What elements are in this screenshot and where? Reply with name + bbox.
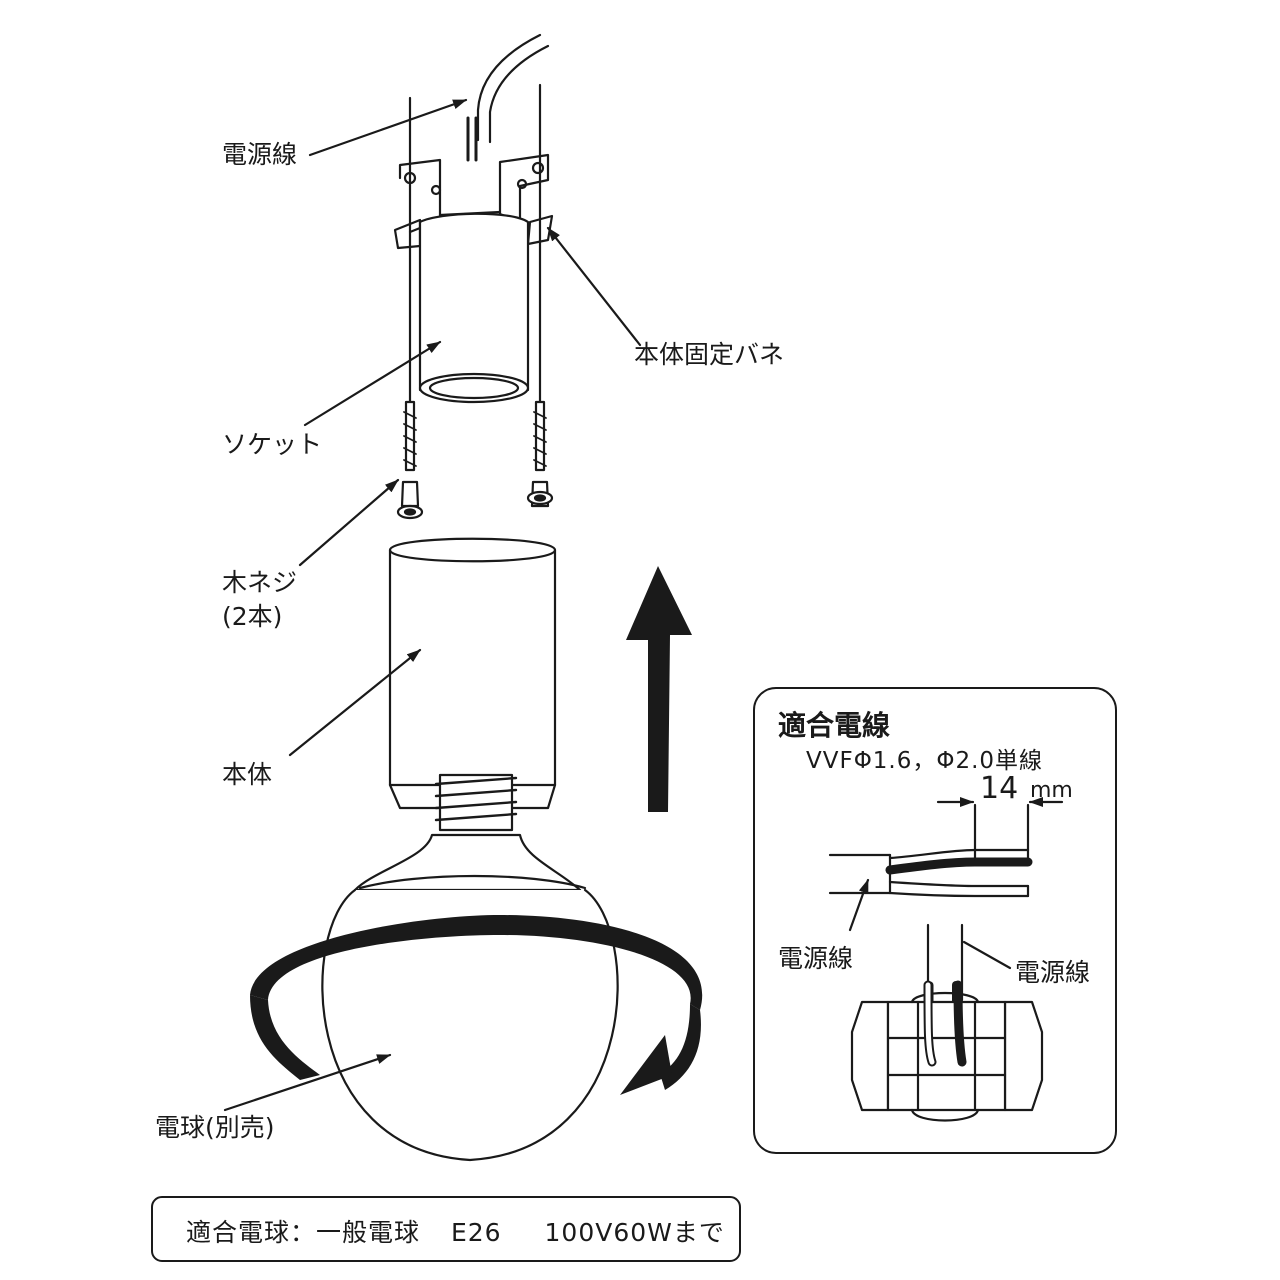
bulb-spec-label: 適合電球：一般電球 <box>186 1218 421 1247</box>
body-drawing <box>388 537 557 810</box>
socket-drawing <box>393 153 554 404</box>
wood-screws-drawing <box>396 400 554 520</box>
bulb-spec-frame <box>151 1196 741 1262</box>
label-socket: ソケット <box>222 430 323 459</box>
label-wood-screw: 木ネジ (2本) <box>222 566 297 634</box>
bulb-spec-base: E26 <box>450 1218 502 1247</box>
bulb-spec-text: 適合電球：一般電球 E26 100V60Wまで <box>186 1213 725 1249</box>
rotation-arrow <box>250 915 703 1095</box>
hanger-rods <box>408 83 542 422</box>
leader-lines <box>223 98 642 1112</box>
inset-title: 適合電線 <box>778 709 891 742</box>
label-body: 本体 <box>222 760 273 789</box>
label-fixing-spring: 本体固定バネ <box>634 340 785 369</box>
terminal-block-drawing <box>850 923 1044 1122</box>
bulb-spec-rating: 100V60Wまで <box>544 1218 725 1247</box>
power-cord-drawing <box>466 33 550 162</box>
up-arrow <box>626 566 692 812</box>
bulb-drawing <box>321 773 619 1162</box>
strip-length-value: 14 <box>980 771 1019 806</box>
inset-label-cord-left: 電源線 <box>778 944 854 973</box>
label-bulb: 電球(別売) <box>155 1113 275 1142</box>
inset-label-cord-right: 電源線 <box>1015 958 1091 987</box>
label-wood-screw-count: (2本) <box>222 601 283 631</box>
strip-length-unit: mm <box>1030 778 1073 803</box>
inset-wire-spec: VVFΦ1.6，Φ2.0単線 <box>806 748 1044 774</box>
stripped-cable-drawing <box>828 797 1064 932</box>
inset-frame <box>753 687 1117 1154</box>
label-power-cord: 電源線 <box>222 140 298 169</box>
label-wood-screw-name: 木ネジ <box>222 568 298 597</box>
